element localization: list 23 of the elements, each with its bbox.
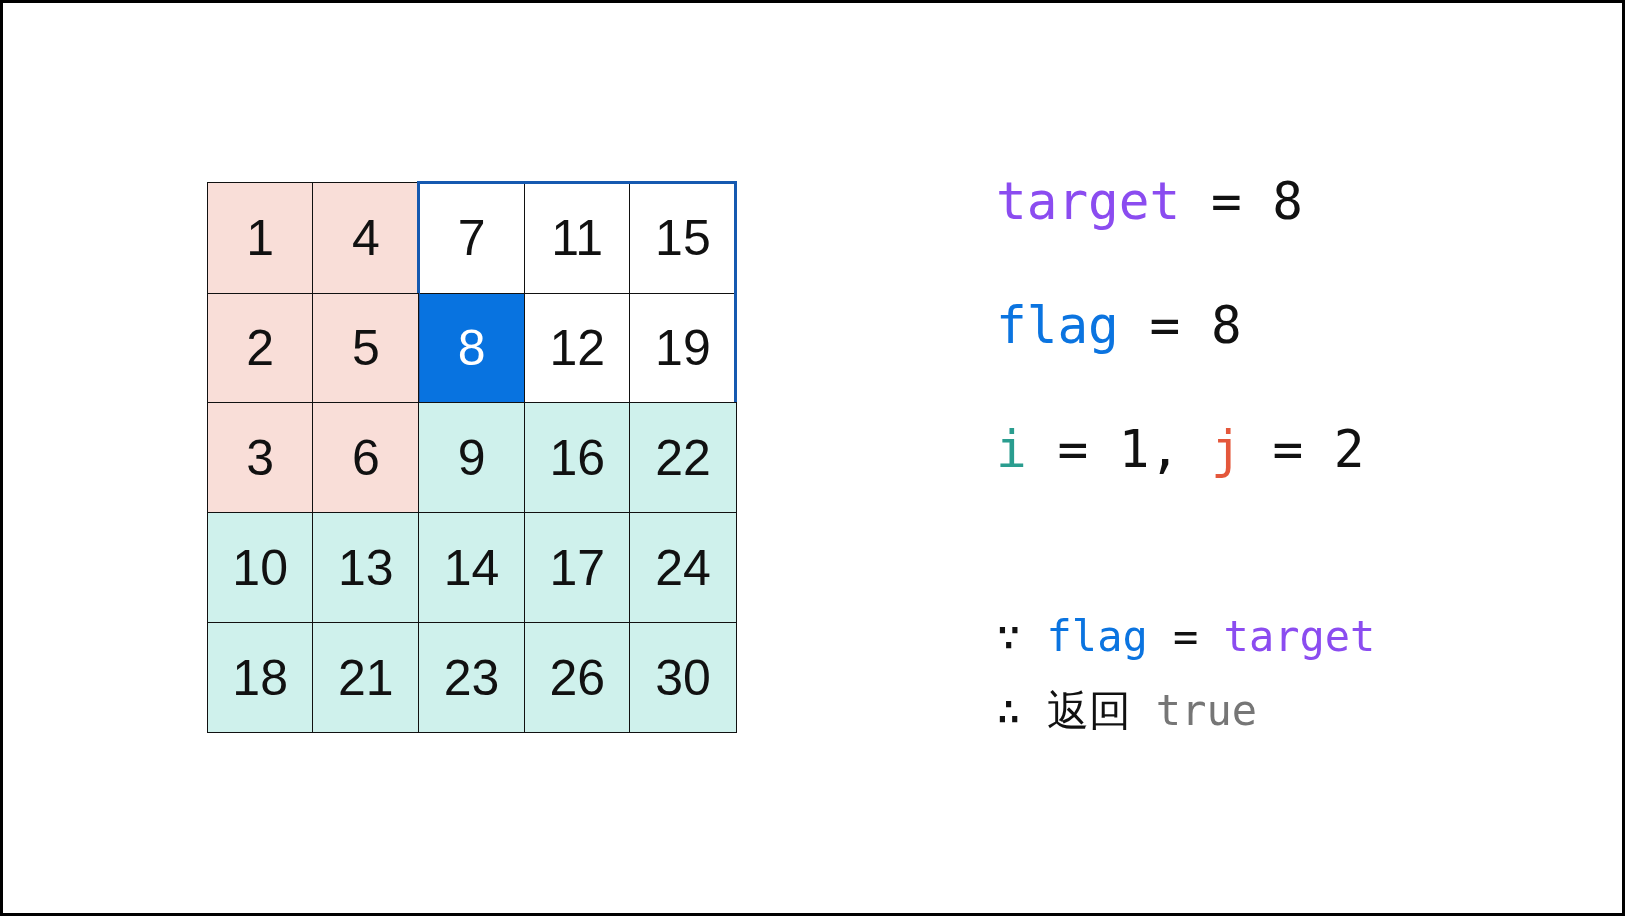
matrix-cell: 17 [523,512,631,624]
matrix-cell: 3 [206,402,314,514]
matrix-cell: 18 [206,622,314,734]
matrix-cell: 16 [523,402,631,514]
matrix-cell: 13 [312,512,420,624]
matrix-cell: 23 [417,622,526,734]
selected-cell: 8 [417,292,526,404]
conclusion-text: ∴ 返回 true [996,689,1257,732]
matrix-cell: 14 [417,512,526,624]
matrix-cell: 9 [417,402,526,514]
matrix-cell: 2 [206,292,314,404]
matrix-cell: 1 [206,181,314,295]
matrix-cell: 24 [629,512,737,624]
matrix-cell: 4 [312,181,420,295]
conclusion-text: ∵ flag = target [996,616,1376,658]
highlight-frame [417,180,738,405]
matrix-cell: 22 [629,402,737,514]
matrix-cell: 5 [312,292,420,404]
matrix-cell: 10 [206,512,314,624]
matrix-cell: 30 [629,622,737,734]
matrix-cell: 26 [523,622,631,734]
matrix-cell: 21 [312,622,420,734]
matrix-cell: 6 [312,402,420,514]
